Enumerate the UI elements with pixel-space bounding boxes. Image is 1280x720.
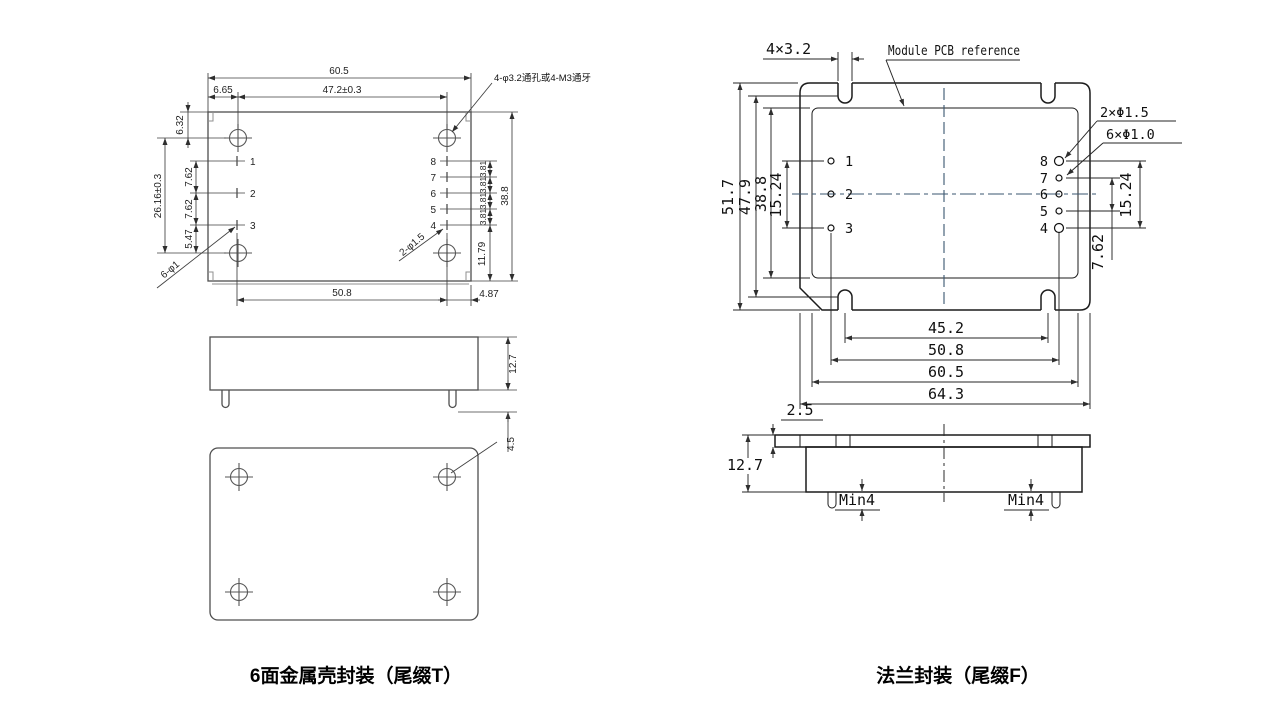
f-dims-bottom: 45.2 50.8 60.5 64.3 xyxy=(799,233,1091,409)
t-top-view: 1 2 3 8 7 6 5 4 60.5 xyxy=(153,66,591,306)
t-package-caption: 6面金属壳封装（尾缀T） xyxy=(250,664,462,687)
t-bottom-view xyxy=(209,441,498,621)
f-slot xyxy=(1040,289,1056,310)
dim-hole-span-y: 26.16±0.3 xyxy=(153,173,164,218)
f-pcb-outline xyxy=(811,107,1079,279)
pin-number: 8 xyxy=(430,157,436,168)
dim-pin-min-right: Min4 xyxy=(1008,491,1044,509)
pin-number: 3 xyxy=(845,221,853,237)
pin-number: 2 xyxy=(250,189,256,200)
t-side-body xyxy=(209,336,479,391)
label-mount-holes: 4-φ3.2通孔或4-M3通牙 xyxy=(494,72,591,84)
pin-number: 6 xyxy=(1040,187,1048,203)
mount-hole-icon xyxy=(432,462,462,492)
dim-pin-span-left: 15.24 xyxy=(767,172,785,217)
pin-number: 2 xyxy=(845,187,853,203)
f-package-drawing: 1 2 3 8 7 6 5 4 4×3.2 xyxy=(719,40,1182,687)
dim-width-total: 60.5 xyxy=(329,66,349,77)
pin-number: 5 xyxy=(430,205,436,216)
dim-pin-pitch-b: 7.62 xyxy=(184,199,195,219)
dim-hole-span-x: 47.2±0.3 xyxy=(323,85,362,96)
t-dims-top: 60.5 6.65 47.2±0.3 4-φ3.2通孔或4-M3通牙 xyxy=(207,66,591,133)
f-slot xyxy=(837,289,853,310)
dim-height-total: 38.8 xyxy=(500,186,511,206)
dim-body-width: 60.5 xyxy=(928,363,964,381)
dim-slot-width: 4×3.2 xyxy=(766,40,811,58)
f-labels-holes: 2×Φ1.5 6×Φ1.0 xyxy=(1064,105,1182,176)
label-holes-phi15: 2×Φ1.5 xyxy=(1100,105,1149,121)
dim-flange-width: 64.3 xyxy=(928,385,964,403)
dim-pin-pitch-381: 3.81 xyxy=(478,176,488,193)
f-labels-top: 4×3.2 Module PCB reference xyxy=(763,40,1020,107)
dim-body-height: 38.8 xyxy=(752,176,770,212)
dim-case-height: 12.7 xyxy=(508,354,519,374)
pin-number: 7 xyxy=(430,173,436,184)
f-package-caption: 法兰封装（尾缀F） xyxy=(876,664,1040,687)
f-pins-right: 8 7 6 5 4 xyxy=(1040,154,1146,237)
t-dims-bottom: 50.8 4.87 xyxy=(236,233,499,306)
t-side-pin xyxy=(448,390,457,409)
label-holes-phi10: 6×Φ1.0 xyxy=(1106,127,1155,143)
dim-pin-col-to-edge: 4.87 xyxy=(479,289,499,300)
label-pcb-reference: Module PCB reference xyxy=(888,43,1020,59)
t-dims-left: 6.32 26.16±0.3 7.62 7.62 5.47 6-φ1 xyxy=(153,102,236,289)
pin-number: 1 xyxy=(845,154,853,170)
pin-number: 4 xyxy=(430,221,436,232)
dim-pin-min-left: Min4 xyxy=(839,491,875,509)
dim-flange-height: 51.7 xyxy=(719,179,737,215)
dim-slot-span-y: 47.9 xyxy=(736,179,754,215)
t-pins-left: 1 2 3 xyxy=(190,156,256,232)
dim-pin-pitch-a: 7.62 xyxy=(184,167,195,187)
t-mount-holes xyxy=(223,123,462,268)
dim-pin-length: 4.5 xyxy=(506,437,517,451)
dim-edge-to-hole-y: 6.32 xyxy=(175,115,186,135)
f-flange-body xyxy=(799,82,1091,311)
dim-pin-span-x: 50.8 xyxy=(928,341,964,359)
label-pins-phi15: 2-φ1.5 xyxy=(398,231,428,259)
f-side-pin xyxy=(827,492,837,509)
mount-hole-icon xyxy=(224,462,254,492)
dim-slot-span-x: 45.2 xyxy=(928,319,964,337)
dim-pin-pitch-381: 3.81 xyxy=(478,192,488,209)
t-bottom-body xyxy=(209,447,479,621)
mount-hole-icon xyxy=(432,577,462,607)
dim-pin-pitch-381: 3.81 xyxy=(478,208,488,225)
pin-number: 8 xyxy=(1040,154,1048,170)
f-slot xyxy=(837,83,853,104)
dim-flange-thickness: 2.5 xyxy=(786,401,813,419)
dim-pin4-to-edge: 11.79 xyxy=(477,241,488,266)
f-slot xyxy=(1040,83,1056,104)
dim-pin-pitch-381: 3.81 xyxy=(478,160,488,177)
dim-pin-span-right: 15.24 xyxy=(1117,172,1135,217)
t-package-drawing: 1 2 3 8 7 6 5 4 60.5 xyxy=(153,66,591,687)
pin-number: 4 xyxy=(1040,221,1048,237)
pin-number: 1 xyxy=(250,157,256,168)
f-pins-left: 1 2 3 xyxy=(782,154,853,237)
dim-height: 12.7 xyxy=(727,456,763,474)
dim-pin-gap: 7.62 xyxy=(1089,234,1107,270)
pin-number: 3 xyxy=(250,221,256,232)
f-side-pin xyxy=(1051,492,1061,509)
f-dims-right: 15.24 7.62 xyxy=(1089,161,1143,270)
f-dims-left: 51.7 47.9 38.8 15.24 xyxy=(719,82,838,311)
mount-hole-icon xyxy=(224,577,254,607)
t-side-view: 12.7 4.5 xyxy=(209,336,519,452)
t-dims-right: 3.81 3.81 3.81 3.81 11.79 38.8 2-φ1.5 xyxy=(398,111,518,282)
t-side-pin xyxy=(221,390,230,409)
dim-pin-col-span: 50.8 xyxy=(332,288,352,299)
dim-pin3-to-hole: 5.47 xyxy=(184,229,195,249)
mount-hole-icon xyxy=(223,238,253,268)
pin-number: 7 xyxy=(1040,171,1048,187)
pin-number: 5 xyxy=(1040,204,1048,220)
f-side-view: 2.5 12.7 Min4 Min4 xyxy=(724,401,1091,521)
pin-number: 6 xyxy=(430,189,436,200)
t-case-body xyxy=(207,111,472,282)
dim-hole-offset-x: 6.65 xyxy=(213,85,233,96)
f-top-view: 1 2 3 8 7 6 5 4 4×3.2 xyxy=(719,40,1182,409)
f-side-flange xyxy=(774,434,1091,448)
